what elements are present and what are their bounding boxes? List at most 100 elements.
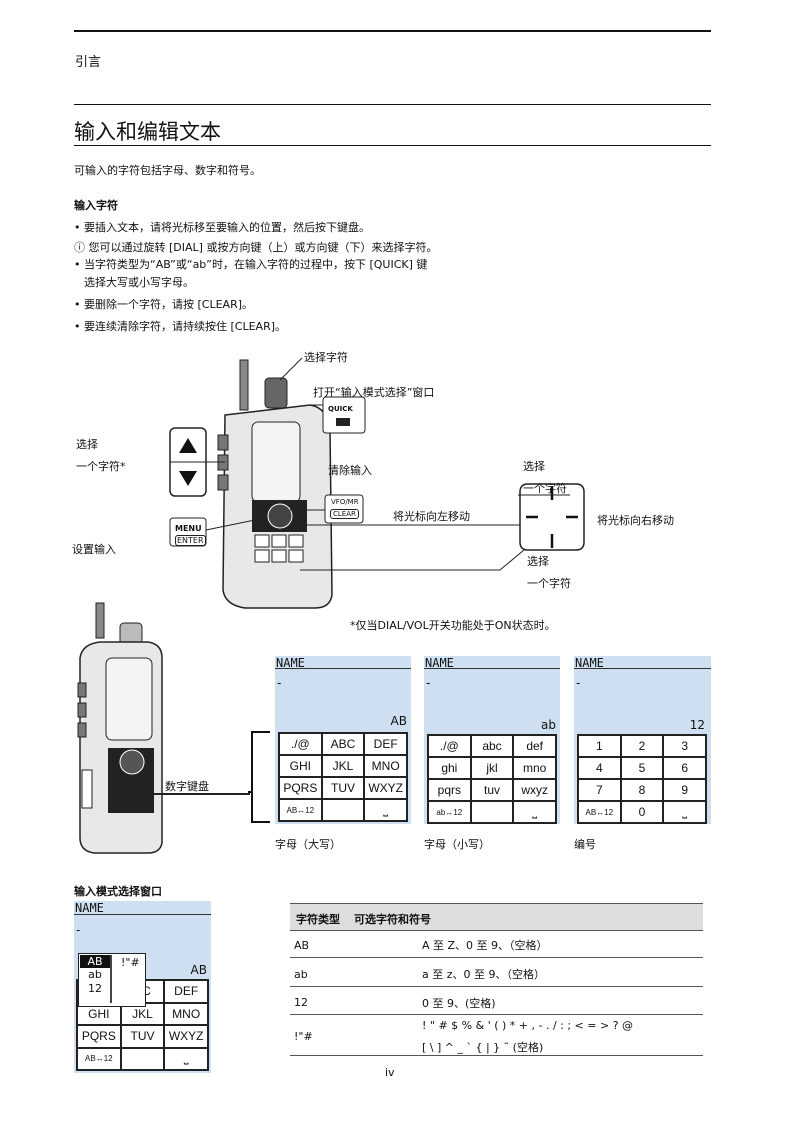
screen-cursor: - [576,676,581,690]
mode-option-uppercase[interactable]: AB [80,955,110,968]
key-mode-toggle[interactable]: AB↔12 [578,801,621,823]
label-select-left-1: 选择 [76,438,98,451]
label-select-right-top-2: 一个字符 [523,482,567,495]
section-label: 引言 [75,55,102,70]
mode-popup-col1: AB ab 12 [80,955,112,1003]
key[interactable]: GHI [279,755,322,777]
page-number: iv [385,1066,395,1079]
caption-numeric: 编号 [574,838,596,851]
vfo-key-label: VFO/MR [331,498,359,506]
key[interactable]: PQRS [279,777,322,799]
bullet-4: • 要删除一个字符，请按 [CLEAR]。 [74,298,254,311]
mode-option-symbols[interactable]: !"# [121,956,140,969]
key[interactable] [120,1047,165,1070]
key[interactable]: WXYZ [164,1025,208,1048]
key[interactable]: mno [513,757,556,779]
menu-key-label: MENU [175,524,202,533]
table-row: 12 0 至 9、(空格) [290,987,703,1015]
key[interactable]: wxyz [513,779,556,801]
screen-uppercase: NAME - AB ./@ ABC DEF GHI JKL MNO PQRS T… [275,656,411,824]
label-move-right: 将光标向右移动 [597,514,674,527]
label-select-char: 选择字符 [304,351,348,364]
bullet-3: • 当字符类型为“AB”或“ab”时，在输入字符的过程中，按下 [QUICK] … [74,258,428,271]
key-space[interactable]: ⎵ [164,1047,208,1070]
key[interactable]: 6 [663,757,706,779]
mode-option-lowercase[interactable]: ab [88,968,102,981]
screen-name: NAME [75,901,104,915]
key[interactable]: DEF [164,980,208,1003]
key[interactable]: 9 [663,779,706,801]
key[interactable]: MNO [164,1002,208,1025]
key[interactable]: 1 [578,735,621,757]
key[interactable]: pqrs [428,779,471,801]
key[interactable]: WXYZ [364,777,407,799]
bullet-2: ⓘ 您可以通过旋转 [DIAL] 或按方向键（上）或方向键（下）来选择字符。 [74,241,438,254]
footnote: *仅当DIAL/VOL开关功能处于ON状态时。 [350,619,556,632]
bullet-5: • 要连续清除字符，请持续按住 [CLEAR]。 [74,320,287,333]
key-mode-toggle[interactable]: AB↔12 [77,1047,121,1070]
key[interactable]: tuv [470,779,514,801]
key-space[interactable]: ⎵ [364,799,407,821]
table-row: AB A 至 Z、0 至 9、（空格） [290,930,703,958]
key[interactable]: 2 [620,735,664,757]
key[interactable]: 7 [578,779,621,801]
screen-numeric: NAME - 12 1 2 3 4 5 6 7 8 9 AB↔12 0 ⎵ [574,656,711,824]
key[interactable]: 5 [620,757,664,779]
quick-key-label: QUICK [328,405,353,413]
key[interactable]: MNO [364,755,407,777]
label-clear-input: 清除输入 [328,464,372,477]
key[interactable]: ghi [428,757,471,779]
key[interactable] [321,799,365,821]
key[interactable]: abc [470,735,514,757]
radio-keypad-diagram [77,602,250,854]
table-header: 字符类型 可选字符和符号 [290,903,703,931]
screen-name: NAME [425,656,454,670]
label-set-input: 设置输入 [72,543,116,556]
title-rule-top [74,104,711,105]
screen-lowercase: NAME - ab ./@ abc def ghi jkl mno pqrs t… [424,656,560,824]
key[interactable]: 8 [620,779,664,801]
key[interactable] [470,801,514,823]
key-mode-toggle[interactable]: AB↔12 [279,799,322,821]
key[interactable]: ABC [321,733,365,755]
label-select-left-2: 一个字符* [76,460,126,473]
table-row: !"# ! " # $ % & ' ( ) * + , - . / : ; < … [290,1015,703,1056]
screen-mode: ab [541,718,556,732]
screen-cursor: - [277,676,282,690]
screen-cursor: - [76,923,81,937]
key-space[interactable]: ⎵ [663,801,706,823]
key[interactable]: 4 [578,757,621,779]
bullet-1: • 要插入文本，请将光标移至要输入的位置，然后按下键盘。 [74,221,370,234]
info-icon: ⓘ [74,241,85,254]
key[interactable]: ./@ [279,733,322,755]
key-mode-toggle[interactable]: ab↔12 [428,801,471,823]
key[interactable]: def [513,735,556,757]
key[interactable]: jkl [470,757,514,779]
key[interactable]: 0 [620,801,664,823]
key[interactable]: DEF [364,733,407,755]
bullet-3-cont: 选择大写或小写字母。 [84,276,194,289]
key[interactable]: ./@ [428,735,471,757]
key[interactable]: JKL [321,755,365,777]
caption-uppercase: 字母（大写） [275,838,341,851]
input-chars-heading: 输入字符 [74,199,118,212]
label-open-mode-window: 打开“输入模式选择”窗口 [313,386,435,399]
key-space[interactable]: ⎵ [513,801,556,823]
label-keypad: 数字键盘 [165,780,209,793]
keypad-grid-lowercase: ./@ abc def ghi jkl mno pqrs tuv wxyz ab… [427,734,557,824]
clear-key-label: CLEAR [330,509,359,519]
label-select-right-bottom-1: 选择 [527,555,549,568]
keypad-bracket [248,731,270,823]
key[interactable]: TUV [321,777,365,799]
key[interactable]: 3 [663,735,706,757]
table-row: ab a 至 z、0 至 9、（空格） [290,958,703,987]
key[interactable]: PQRS [77,1025,121,1048]
mode-popup: AB ab 12 !"# [78,953,146,1007]
mode-window-heading: 输入模式选择窗口 [74,885,162,898]
screen-name: NAME [276,656,305,670]
mode-option-numeric[interactable]: 12 [88,982,102,995]
key[interactable]: TUV [120,1025,165,1048]
keypad-grid-uppercase: ./@ ABC DEF GHI JKL MNO PQRS TUV WXYZ AB… [278,732,408,822]
top-rule [74,30,711,32]
label-select-right-bottom-2: 一个字符 [527,577,571,590]
